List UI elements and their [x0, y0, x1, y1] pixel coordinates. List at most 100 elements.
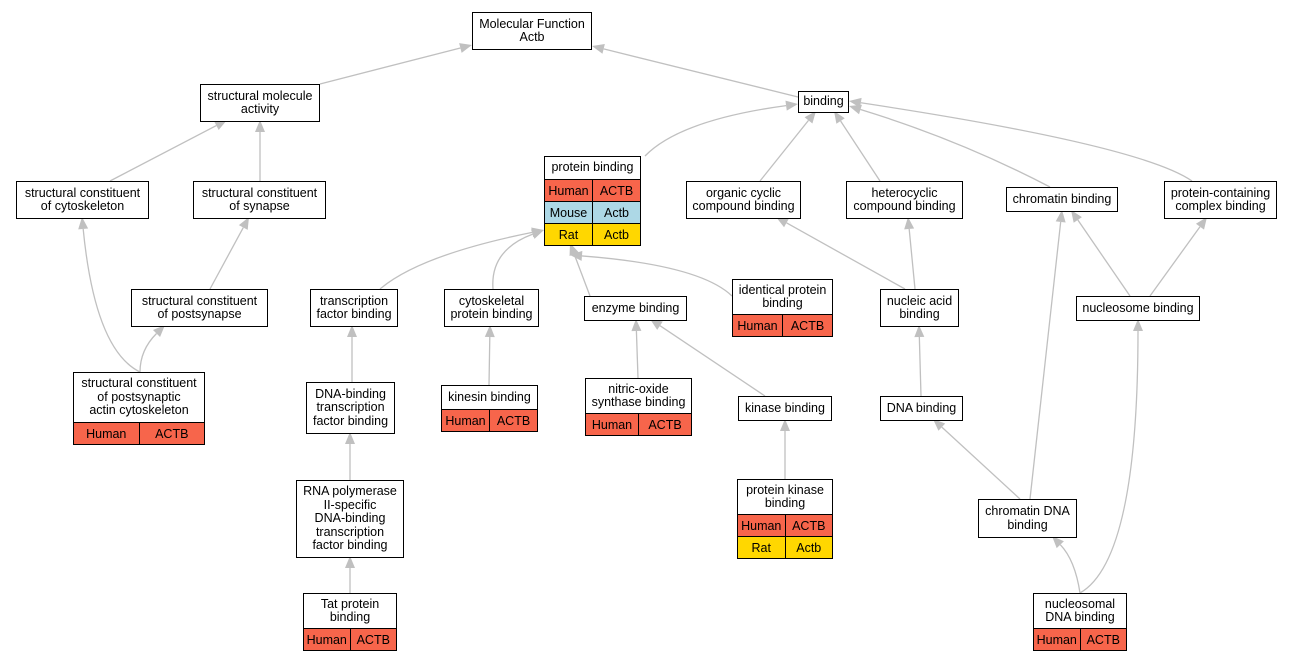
go-term-label: transcription factor binding — [316, 293, 392, 321]
gene-cell: ACTB — [592, 180, 640, 201]
go-term-node-dtf[interactable]: DNA-binding transcription factor binding — [306, 382, 395, 434]
go-term-node-kb[interactable]: kinase binding — [738, 396, 832, 421]
go-term-node-dna[interactable]: DNA binding — [880, 396, 963, 421]
edge-ipb-to-pb-arrowhead — [570, 250, 583, 261]
edge-scc-to-sma-line — [109, 124, 217, 182]
edge-nos-to-enz — [631, 319, 642, 379]
edge-hcc-to-binding-line — [840, 120, 881, 182]
edge-nos-to-enz-arrowhead — [631, 319, 642, 332]
go-term-node-cpb[interactable]: cytoskeletal protein binding — [444, 289, 539, 327]
go-term-node-sma[interactable]: structural molecule activity — [200, 84, 320, 122]
go-term-node-scpa[interactable]: structural constituent of postsynaptic a… — [73, 372, 205, 445]
gene-cell: ACTB — [782, 315, 832, 336]
go-term-label: protein-containing complex binding — [1170, 185, 1271, 213]
edge-binding-to-mf-line — [603, 48, 799, 98]
gene-cell: ACTB — [638, 414, 691, 435]
edge-enz-to-pb-arrowhead — [569, 243, 579, 256]
organism-cell: Human — [74, 423, 139, 444]
edge-pb-to-binding — [644, 100, 798, 157]
edge-scpa-to-scc-arrowhead — [78, 217, 89, 230]
go-term-node-occ[interactable]: organic cyclic compound binding — [686, 181, 801, 219]
go-term-label: nucleosome binding — [1082, 300, 1194, 315]
go-term-node-scp[interactable]: structural constituent of postsynapse — [131, 289, 268, 327]
edge-scpa-to-scp-line — [139, 333, 157, 373]
edge-pcc-to-binding — [849, 97, 1193, 182]
go-term-node-chr[interactable]: chromatin binding — [1006, 187, 1118, 212]
go-term-node-binding[interactable]: binding — [798, 91, 849, 113]
edge-dna-to-nab — [914, 325, 925, 397]
edge-pkb-to-kb — [780, 419, 790, 479]
edge-cpb-to-pb — [492, 229, 544, 290]
edge-enz-to-pb-line — [573, 253, 591, 297]
edge-pb-to-binding-line — [644, 104, 787, 157]
go-term-node-scc[interactable]: structural constituent of cytoskeleton — [16, 181, 149, 219]
edge-occ-to-binding-arrowhead — [804, 111, 816, 124]
edge-nos-to-enz-line — [635, 330, 639, 379]
edge-nsb-to-chr — [1071, 210, 1131, 297]
go-term-node-pcc[interactable]: protein-containing complex binding — [1164, 181, 1277, 219]
edge-nab-to-hcc-arrowhead — [904, 217, 915, 230]
go-term-node-tfb[interactable]: transcription factor binding — [310, 289, 398, 327]
edge-hcc-to-binding — [834, 111, 881, 182]
edge-sma-to-mf-line — [319, 47, 461, 85]
go-term-label: Tat protein binding — [320, 596, 380, 624]
edge-scpa-to-scp-arrowhead — [152, 325, 165, 338]
go-term-label: structural constituent of postsynaptic a… — [81, 376, 197, 418]
go-term-node-enz[interactable]: enzyme binding — [584, 296, 687, 321]
go-term-node-hcc[interactable]: heterocyclic compound binding — [846, 181, 963, 219]
go-term-node-nsb[interactable]: nucleosome binding — [1076, 296, 1200, 321]
go-term-node-cdb[interactable]: chromatin DNA binding — [978, 499, 1077, 538]
go-term-node-rna[interactable]: RNA polymerase II-specific DNA-binding t… — [296, 480, 404, 558]
edge-scs-to-sma — [255, 120, 265, 181]
edge-nsb-to-chr-line — [1077, 219, 1131, 297]
go-term-label: binding — [803, 94, 844, 109]
go-term-node-nab[interactable]: nucleic acid binding — [880, 289, 959, 327]
go-term-label: protein kinase binding — [746, 482, 824, 510]
edge-binding-to-mf — [592, 44, 799, 98]
go-term-node-scs[interactable]: structural constituent of synapse — [193, 181, 326, 219]
edge-nab-to-occ-line — [786, 222, 906, 290]
go-term-label: chromatin DNA binding — [985, 504, 1070, 532]
edge-kin-to-cpb — [484, 325, 495, 386]
edge-nab-to-hcc — [904, 217, 916, 290]
edge-cdb-to-chr-arrowhead — [1055, 210, 1066, 223]
edge-ndb-to-nsb-arrowhead — [1133, 319, 1143, 331]
edge-scs-to-sma-arrowhead — [255, 120, 265, 132]
edge-cpb-to-pb-line — [492, 233, 533, 290]
go-term-label: cytoskeletal protein binding — [450, 293, 533, 321]
edge-scpa-to-scc — [78, 217, 141, 373]
edge-ndb-to-cdb-line — [1059, 544, 1081, 594]
go-term-label: chromatin binding — [1012, 191, 1112, 206]
edge-nsb-to-pcc-arrowhead — [1195, 217, 1207, 230]
go-term-label: structural constituent of synapse — [201, 185, 318, 213]
go-term-node-mf[interactable]: Molecular Function Actb — [472, 12, 592, 50]
edge-cdb-to-chr — [1029, 210, 1066, 500]
go-term-label: DNA-binding transcription factor binding — [312, 386, 389, 428]
edge-sma-to-mf — [319, 43, 472, 85]
go-term-label: organic cyclic compound binding — [692, 185, 795, 213]
edge-ndb-to-cdb-arrowhead — [1052, 536, 1064, 549]
edge-tat-to-rna — [345, 556, 355, 593]
go-term-label: structural molecule activity — [207, 88, 313, 116]
edge-dna-to-nab-arrowhead — [914, 325, 925, 338]
edge-nsb-to-chr-arrowhead — [1071, 210, 1082, 223]
